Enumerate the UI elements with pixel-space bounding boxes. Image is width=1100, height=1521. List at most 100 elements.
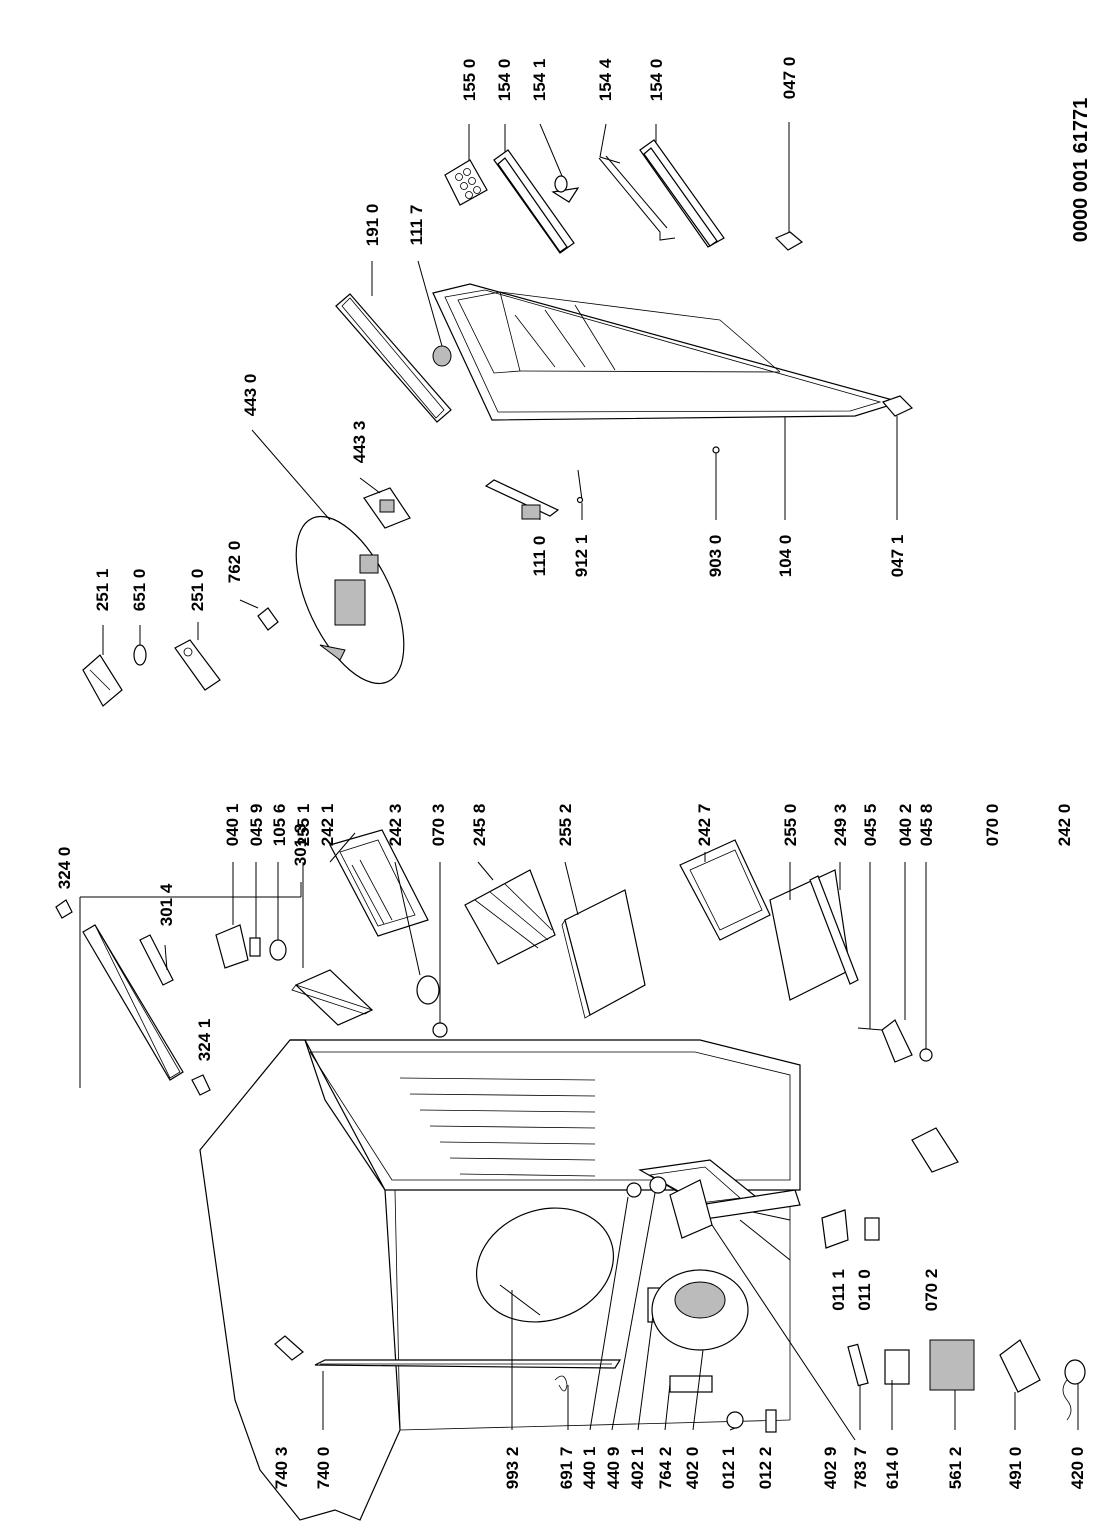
part-cabinet-body <box>199 1039 801 1521</box>
part-155-0-egg-tray <box>444 124 488 206</box>
label-740-3: 740 3 <box>272 1447 291 1490</box>
label-443-3: 443 3 <box>350 421 369 464</box>
part-047-0-hinge-cover <box>774 122 804 251</box>
part-104-0-door <box>432 283 903 520</box>
label-651-0: 651 0 <box>130 569 149 612</box>
label-440-9: 440 9 <box>604 1447 623 1490</box>
part-045-8-screw <box>919 862 933 1062</box>
part-040-1-hinge <box>215 862 249 969</box>
label-783-7: 783 7 <box>851 1447 870 1490</box>
label-251-0: 251 0 <box>188 569 207 612</box>
label-012-1: 012 1 <box>719 1447 738 1490</box>
part-903-0-spacer <box>712 446 720 520</box>
part-440-9-switch-cover <box>611 1176 667 1431</box>
label-762-0: 762 0 <box>225 541 244 584</box>
part-245-8-wire-shelf <box>464 861 556 965</box>
part-651-0-bulb <box>133 625 147 666</box>
label-111-7: 111 7 <box>407 205 426 246</box>
label-301-3: 301 3 <box>291 824 310 867</box>
part-402-0-compressor <box>651 1269 749 1431</box>
part-443-0-thermostat-assembly <box>251 429 405 685</box>
part-242-7-crisper <box>679 839 771 941</box>
part-154-0-door-shelf-b <box>639 124 725 248</box>
label-011-1: 011 1 <box>829 1269 848 1311</box>
part-242-1-freezer-drawer <box>329 829 429 937</box>
part-324-1-end-cap <box>191 1074 211 1096</box>
cabinet-group <box>199 1039 1086 1521</box>
part-045-9-pin <box>249 862 261 957</box>
label-402-9: 402 9 <box>821 1447 840 1490</box>
label-047-1: 047 1 <box>888 535 907 578</box>
part-040-2-hinge <box>881 862 913 1063</box>
part-012-2-spacer <box>765 1409 777 1433</box>
label-420-0: 420 0 <box>1068 1447 1087 1490</box>
part-912-1-screw <box>576 469 584 520</box>
label-047-0: 047 0 <box>780 57 799 100</box>
document-number: 0000 001 61771 <box>1070 98 1092 243</box>
label-040-1: 040 1 <box>223 804 242 847</box>
label-993-2: 993 2 <box>503 1447 522 1490</box>
label-242-0: 242 0 <box>1055 804 1074 847</box>
part-154-1-bottle-holder <box>539 123 580 203</box>
label-301-4: 301 4 <box>157 883 176 926</box>
part-011-0-screw <box>864 1217 880 1241</box>
label-011-0: 011 0 <box>855 1269 874 1311</box>
label-255-0: 255 0 <box>781 804 800 847</box>
label-154-4: 154 4 <box>596 58 615 101</box>
label-255-1: 255 1 <box>294 804 313 847</box>
part-740-3-cap <box>274 1335 304 1361</box>
label-691-7: 691 7 <box>557 1447 576 1490</box>
label-245-8: 245 8 <box>470 804 489 847</box>
label-440-1: 440 1 <box>580 1447 599 1490</box>
part-154-0-door-shelf <box>493 124 575 254</box>
part-070-2-leg <box>911 1127 959 1173</box>
part-324-0-end-cap <box>55 899 73 919</box>
part-012-1-grommet <box>726 1411 744 1431</box>
part-labels: 155 0 154 0 154 1 154 4 154 0 047 0 191 … <box>55 57 1087 1490</box>
part-614-0-overload <box>884 1349 910 1430</box>
label-249-3: 249 3 <box>831 804 850 847</box>
part-251-0-label <box>174 622 221 691</box>
part-242-3-knob <box>394 861 440 1005</box>
label-154-0: 154 0 <box>495 59 514 102</box>
label-251-1: 251 1 <box>93 569 112 612</box>
label-740-0: 740 0 <box>314 1447 333 1490</box>
part-561-2-starter <box>929 1339 975 1430</box>
part-443-3-knob <box>359 477 411 529</box>
label-764-2: 764 2 <box>656 1447 675 1490</box>
label-154-1: 154 1 <box>530 59 549 102</box>
label-155-0: 155 0 <box>460 59 479 102</box>
part-249-3-shelf-trim <box>809 862 859 985</box>
label-255-2: 255 2 <box>556 804 575 847</box>
part-691-7-clip <box>554 1375 569 1430</box>
door-group <box>335 122 914 520</box>
part-440-1-switch <box>589 1182 642 1431</box>
part-491-0-cover <box>999 1339 1041 1430</box>
part-111-7-logo-badge <box>417 260 452 367</box>
label-402-1: 402 1 <box>628 1447 647 1490</box>
part-251-1-lamp-cover <box>82 625 123 707</box>
part-105-6-bushing <box>269 862 287 961</box>
label-242-1: 242 1 <box>318 804 337 847</box>
part-762-0-sticker <box>239 599 279 631</box>
label-561-2: 561 2 <box>946 1447 965 1490</box>
label-491-0: 491 0 <box>1006 1447 1025 1490</box>
part-191-0-door-panel <box>335 261 452 423</box>
label-045-9: 045 9 <box>247 804 266 847</box>
part-993-2-wiring <box>475 1207 615 1430</box>
part-301-4-cover-panel <box>139 934 174 986</box>
part-011-1-bracket <box>821 1209 849 1249</box>
label-111-0: 111 0 <box>530 536 549 577</box>
part-740-0-condenser <box>314 1359 622 1430</box>
label-402-0: 402 0 <box>683 1447 702 1490</box>
part-154-4-bottle-rail <box>598 123 676 241</box>
control-group <box>82 429 720 707</box>
label-912-1: 912 1 <box>572 535 591 578</box>
part-cabinet-shelf-supports <box>399 1077 596 1177</box>
part-402-9-motor-cover <box>669 1179 856 1441</box>
part-764-2-drier <box>664 1375 713 1431</box>
label-040-2: 040 2 <box>896 804 915 847</box>
part-255-1-glass-shelf <box>291 862 374 1026</box>
part-783-7-tube <box>847 1343 869 1430</box>
label-070-2: 070 2 <box>922 1269 941 1312</box>
